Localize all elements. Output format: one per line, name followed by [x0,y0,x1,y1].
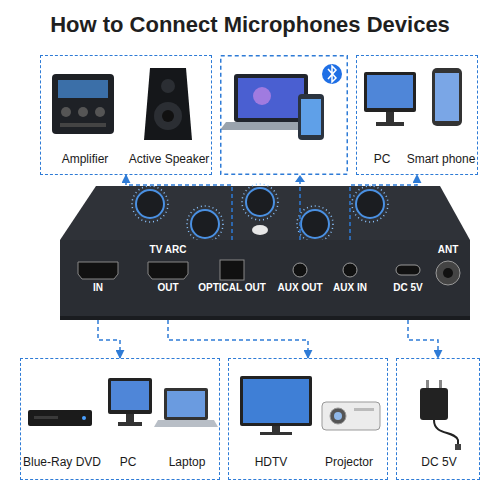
device-label: Blue-Ray DVD [21,455,103,469]
laptop-phone-bluetooth-icon [220,64,342,140]
pc-phone-icon [364,68,462,126]
device-group-box: HDTV Projector [228,358,388,480]
device-group-box: Blue-Ray DVDPCLaptop [20,358,220,480]
diagram-title: How to Connect Microphones Devices [0,12,500,38]
mixer-top [60,184,470,242]
mixer-panel: IN TV ARC OUT OPTICAL OUTAUX OUTAUX IN DC 5V… [60,240,470,320]
device-label: PC [103,455,153,469]
power-adapter-icon [420,380,461,450]
box2-wire [295,175,305,240]
port-label: TV ARC [138,244,198,256]
device-label: Amplifier [45,152,125,166]
port-label: AUX IN [325,282,375,294]
mixer-front-panel [60,240,470,320]
amplifier-icon [52,74,114,134]
device-label: PC [359,152,405,166]
port-label: IN [78,282,118,294]
port-label: AUX OUT [275,282,325,294]
port-label: OUT [148,282,188,294]
dashed-connector [350,175,417,240]
dashed-connector [408,320,438,358]
tv-projector-icon [240,376,380,435]
box2-outline [221,56,348,175]
device-group-box: AmplifierActive Speaker [40,55,212,175]
device-label: Active Speaker [127,152,211,166]
device-label: Smart phone [405,152,477,166]
device-label: HDTV [233,455,309,469]
dashed-connector [126,175,232,240]
port-label: OPTICAL OUT [192,282,272,294]
device-group-box: PCSmart phone [356,55,478,175]
dashed-connector [168,320,308,358]
device-label: Projector [313,455,385,469]
speaker-icon [144,68,192,140]
device-label: Laptop [155,455,219,469]
port-label: DC 5V [383,282,433,294]
device-label: DC 5V [397,455,481,469]
device-group-box: DC 5V [396,358,480,480]
dvd-pc-laptop-icon [28,378,218,427]
port-label: ANT [428,244,468,256]
dashed-connector [98,320,120,358]
